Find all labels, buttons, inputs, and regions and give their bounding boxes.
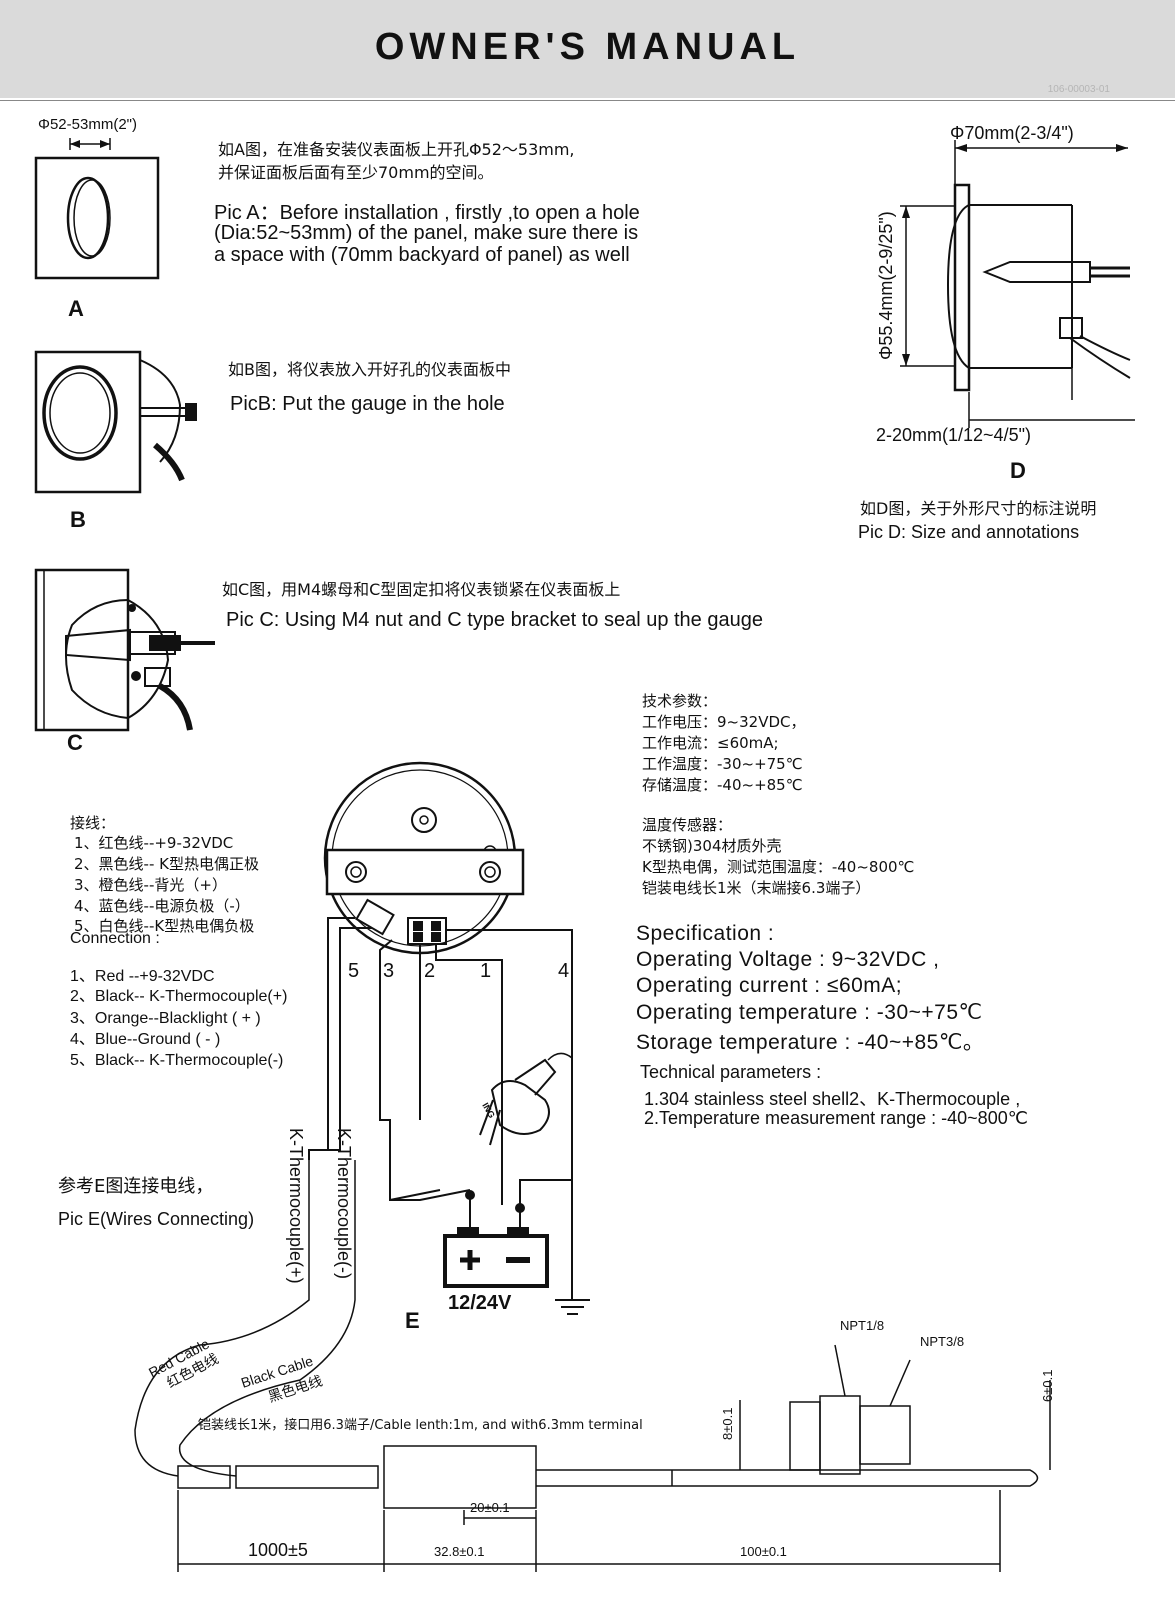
wire-number-3: 3	[383, 960, 395, 982]
tech-zh-line: 工作电流：≤60mA;	[642, 734, 779, 752]
dimension-6: 6±0.1	[1040, 1370, 1055, 1402]
connection-title: Connection :	[70, 930, 160, 947]
sensor-zh-line: 铠装电线长1米（末端接6.3端子）	[642, 879, 871, 897]
pic-a-dimension: Φ52-53mm(2")	[38, 116, 137, 133]
tech-zh-line: 存储温度：-40~+85℃	[642, 776, 803, 794]
connection-line: 4、Blue--Ground ( - )	[70, 1031, 221, 1048]
pic-e-drawing	[134, 761, 590, 1477]
connection-line: 1、Red --+9-32VDC	[70, 968, 215, 985]
pic-d-bottom-dimension: 2-20mm(1/12~4/5")	[876, 425, 1031, 445]
sensor-zh-line: K型热电偶，测试范围温度：-40~800℃	[642, 858, 915, 876]
header-bar: OWNER'S MANUAL	[0, 0, 1175, 98]
pic-b-label: B	[70, 507, 86, 532]
tech-zh-title: 技术参数：	[642, 692, 718, 710]
pic-e-label: E	[405, 1308, 420, 1333]
pic-d-top-dimension: Φ70mm(2-3/4")	[950, 123, 1074, 143]
header-divider	[0, 100, 1175, 101]
wiring-zh-line: 1、红色线--+9-32VDC	[74, 834, 234, 852]
pic-a-zh-line-1: 如A图，在准备安装仪表面板上开孔Φ52～53mm,	[218, 140, 575, 159]
tech-en-line: 2.Temperature measurement range : -40~80…	[644, 1108, 1028, 1128]
pic-a-en-line-1: Pic A：Before installation , firstly ,to …	[214, 202, 640, 224]
npt-3-8-label: NPT3/8	[920, 1334, 965, 1349]
pic-d-en: Pic D: Size and annotations	[858, 522, 1080, 542]
dimension-20: 20±0.1	[470, 1500, 510, 1515]
pic-a-label: A	[68, 296, 84, 321]
k-thermocouple-negative-label: K-Thermocouple(-)	[334, 1128, 354, 1279]
wire-number-4: 4	[558, 960, 570, 982]
pic-c-zh: 如C图，用M4螺母和C型固定扣将仪表锁紧在仪表面板上	[222, 580, 621, 599]
spec-line: Operating current : ≤60mA;	[636, 974, 903, 997]
page-title: OWNER'S MANUAL	[374, 26, 801, 68]
pic-d-drawing	[900, 140, 1135, 428]
wiring-zh-line: 2、黑色线-- K型热电偶正极	[74, 855, 259, 873]
wiring-zh-line: 4、蓝色线--电源负极（-）	[74, 897, 250, 915]
dimension-100: 100±0.1	[740, 1544, 787, 1559]
dimension-1000: 1000±5	[248, 1540, 308, 1560]
tech-zh-line: 工作温度：-30~+75℃	[642, 755, 803, 773]
pic-b-zh: 如B图，将仪表放入开好孔的仪表面板中	[228, 360, 511, 379]
tech-en-title: Technical parameters :	[640, 1062, 822, 1082]
pic-a-en-line-2: (Dia:52~53mm) of the panel, make sure th…	[214, 222, 639, 244]
pic-c-label: C	[67, 730, 83, 755]
cable-note: 铠装线长1米，接口用6.3端子/Cable lenth:1m, and with…	[198, 1418, 643, 1433]
sensor-zh-line: 不锈钢)304材质外壳	[642, 837, 782, 855]
wiring-zh-line: 3、橙色线--背光（+）	[74, 876, 227, 894]
tech-zh-line: 工作电压：9~32VDC，	[642, 713, 806, 731]
tech-en-line: 1.304 stainless steel shell2、K-Thermocou…	[644, 1089, 1021, 1109]
pic-a-en-line-3: a space with (70mm backyard of panel) as…	[214, 244, 630, 266]
pic-e-zh: 参考E图连接电线，	[58, 1176, 214, 1197]
pic-d-side-dimension: Φ55.4mm(2-9/25")	[876, 211, 896, 360]
sensor-drawing	[177, 1344, 1051, 1572]
pic-e-en: Pic E(Wires Connecting)	[58, 1209, 255, 1229]
pic-d-label: D	[1010, 458, 1026, 483]
document-number: 106-00003-01	[1047, 84, 1110, 95]
wire-number-5: 5	[348, 960, 360, 982]
k-thermocouple-positive-label: K-Thermocouple(+)	[286, 1128, 306, 1284]
wiring-zh-line: 5、白色线--K型热电偶负极	[74, 917, 255, 935]
pic-d-zh: 如D图，关于外形尺寸的标注说明	[860, 499, 1097, 518]
pic-a-drawing	[34, 138, 160, 280]
spec-line: Operating temperature : -30~+75℃	[636, 1001, 983, 1024]
spec-line: Storage temperature : -40~+85℃。	[636, 1031, 985, 1054]
wiring-zh-title: 接线：	[70, 814, 116, 832]
pic-a-zh-line-2: 并保证面板后面有至少70mm的空间。	[218, 163, 494, 182]
npt-1-8-label: NPT1/8	[840, 1318, 885, 1333]
pic-c-en: Pic C: Using M4 nut and C type bracket t…	[226, 609, 763, 631]
pic-b-drawing	[34, 350, 197, 494]
spec-title: Specification :	[636, 922, 775, 945]
pic-b-en: PicB: Put the gauge in the hole	[230, 393, 505, 415]
wire-number-2: 2	[424, 960, 436, 982]
dimension-8: 8±0.1	[720, 1408, 735, 1440]
connection-line: 2、Black-- K-Thermocouple(+)	[70, 988, 288, 1005]
pic-c-drawing	[34, 568, 215, 732]
wire-number-1: 1	[480, 960, 492, 982]
connection-line: 5、Black-- K-Thermocouple(-)	[70, 1052, 284, 1069]
dimension-32-8: 32.8±0.1	[434, 1544, 485, 1559]
sensor-zh-title: 温度传感器：	[642, 816, 733, 834]
spec-line: Operating Voltage : 9~32VDC ,	[636, 948, 940, 971]
battery-voltage: 12/24V	[448, 1292, 512, 1314]
connection-line: 3、Orange--Blacklight ( + )	[70, 1010, 261, 1027]
